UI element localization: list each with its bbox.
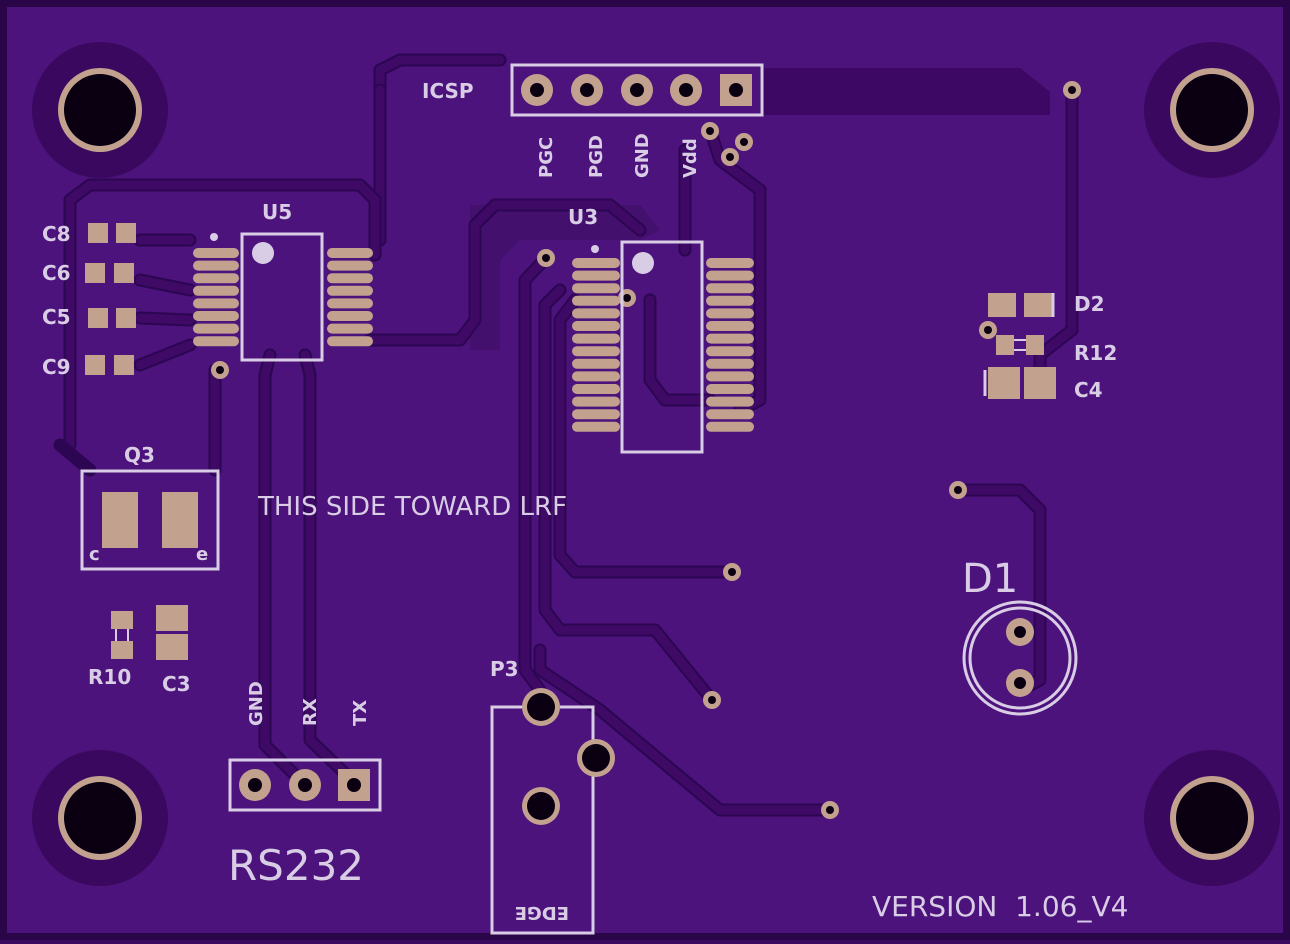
u5-pad — [327, 273, 373, 284]
u5-pad — [193, 311, 239, 321]
u3-pad — [706, 308, 754, 319]
c5-label: C5 — [42, 305, 71, 329]
q3-collector-label: c — [89, 544, 100, 565]
mounting-hole-icon — [1144, 750, 1280, 886]
u3-pad — [706, 421, 754, 432]
u3-pad — [572, 321, 620, 331]
u3-pad — [706, 258, 754, 268]
u3-pad — [706, 321, 754, 331]
u3-pad — [706, 384, 754, 394]
u3-pad — [572, 295, 620, 306]
d2-footprint — [988, 293, 1055, 317]
c3-label: C3 — [162, 672, 191, 696]
u5-pad — [327, 298, 373, 309]
p3-connector — [490, 688, 615, 935]
d1-led — [962, 600, 1078, 716]
pgd-label: PGD — [586, 135, 607, 178]
u5-pad — [193, 336, 239, 347]
traces — [53, 53, 1079, 817]
u3-pad — [572, 346, 620, 357]
u5-pad — [193, 260, 239, 271]
orientation-text: THIS SIDE TOWARD LRF — [257, 492, 567, 522]
q3-label: Q3 — [124, 443, 155, 467]
u3-pad — [572, 384, 620, 394]
u3-pad — [706, 396, 754, 407]
icsp-header — [510, 63, 764, 117]
version-text: VERSION 1.06_V4 — [872, 890, 1128, 923]
c9-footprint — [85, 355, 134, 375]
q3-footprint — [80, 469, 220, 571]
u5-pad — [193, 248, 239, 258]
c9-label: C9 — [42, 355, 71, 379]
c5-footprint — [88, 308, 136, 328]
rs232-label: RS232 — [228, 841, 364, 890]
tx-label: TX — [350, 700, 371, 726]
u3-chip — [572, 240, 754, 454]
d1-label: D1 — [962, 556, 1018, 602]
u5-pad — [193, 273, 239, 284]
c4-footprint — [983, 367, 1056, 399]
u5-pad — [193, 298, 239, 309]
r10-label: R10 — [88, 665, 131, 689]
u3-pad — [706, 295, 754, 306]
pgc-label: PGC — [536, 137, 557, 178]
u3-pad — [706, 409, 754, 420]
u5-pad — [327, 336, 373, 347]
rs232-header — [228, 758, 382, 812]
copper-pour-top — [512, 68, 1050, 115]
u3-pad — [706, 270, 754, 281]
c4-label: C4 — [1074, 378, 1103, 402]
u3-pad — [572, 421, 620, 432]
u5-pad — [327, 311, 373, 321]
c3-footprint — [156, 605, 188, 660]
u3-pad — [706, 283, 754, 294]
vdd-label: Vdd — [680, 138, 701, 178]
mounting-hole-icon — [1144, 42, 1280, 178]
gnd-rs232-label: GND — [246, 681, 267, 726]
u3-pad — [706, 333, 754, 344]
u3-pad — [706, 371, 754, 382]
u5-pad — [193, 323, 239, 334]
u3-pad — [572, 358, 620, 369]
u3-pad — [706, 358, 754, 369]
c8-footprint — [88, 223, 136, 243]
p3-label: P3 — [490, 657, 519, 681]
c6-footprint — [85, 263, 134, 283]
u3-pad — [572, 333, 620, 344]
u3-pad — [572, 283, 620, 294]
u5-pad — [193, 285, 239, 296]
u3-pad — [572, 409, 620, 420]
u5-pad — [327, 285, 373, 296]
u3-pad — [706, 346, 754, 357]
c6-label: C6 — [42, 261, 71, 285]
copper-pour-mid — [470, 205, 660, 350]
r10-footprint — [111, 611, 133, 659]
u5-label: U5 — [262, 200, 292, 224]
rx-label: RX — [300, 698, 321, 726]
r12-label: R12 — [1074, 341, 1117, 365]
u3-pad — [572, 396, 620, 407]
u3-pad — [572, 371, 620, 382]
u3-pad — [572, 270, 620, 281]
d2-label: D2 — [1074, 292, 1105, 316]
u3-pad — [572, 258, 620, 268]
c8-label: C8 — [42, 222, 71, 246]
icsp-label: ICSP — [422, 79, 474, 103]
gnd-icsp-label: GND — [632, 133, 653, 178]
mounting-hole-icon — [32, 42, 168, 178]
u3-label: U3 — [568, 205, 598, 229]
u5-pad — [327, 260, 373, 271]
u5-chip — [193, 232, 373, 362]
r12-footprint — [996, 335, 1044, 355]
u3-pad — [572, 308, 620, 319]
u5-pad — [327, 323, 373, 334]
u5-pad — [327, 248, 373, 258]
edge-label: EDGE — [515, 902, 569, 923]
q3-emitter-label: e — [196, 544, 208, 565]
mounting-hole-icon — [32, 750, 168, 886]
